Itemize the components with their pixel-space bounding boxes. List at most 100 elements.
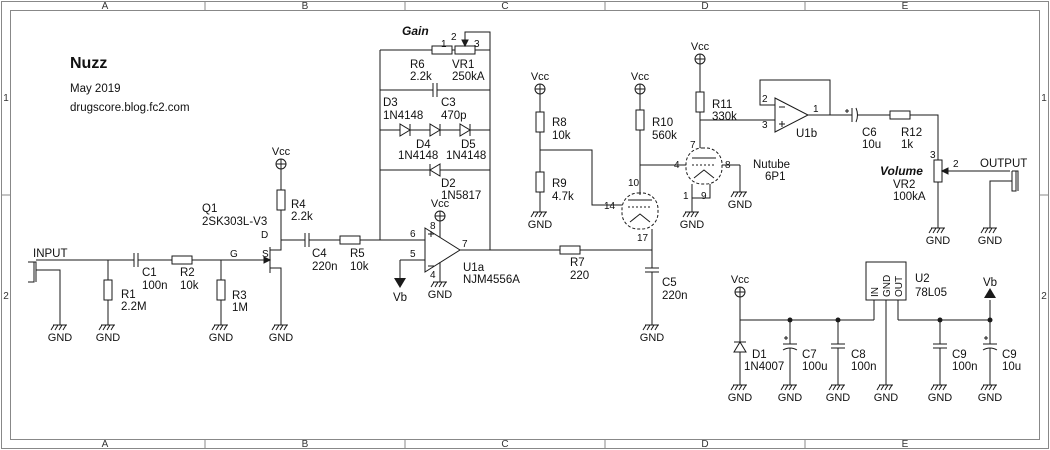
c3-value: 470p <box>441 110 467 122</box>
ground-symbol: GND <box>48 324 72 344</box>
gnd-label: GND <box>978 235 1003 247</box>
frame-col-b-bottom: B <box>302 439 309 450</box>
r6-ref: R6 <box>410 59 425 71</box>
u1b-pin-1: 1 <box>813 104 819 115</box>
vr1-pin-3: 3 <box>474 39 480 50</box>
resistor-r12 <box>889 110 939 160</box>
frame-col-e-top: E <box>902 1 909 12</box>
ground-symbol: GND <box>96 324 120 344</box>
opamp-u1b <box>759 79 852 133</box>
u1a-value: NJM4556A <box>463 274 520 286</box>
ground-symbol: GND <box>528 211 553 231</box>
vcc-symbol: Vcc <box>431 198 450 222</box>
resistor-r3 <box>216 260 226 325</box>
ground-symbols: GND GND GND GND GND GND GND GND GND GND GND GND GND G… <box>48 191 1003 404</box>
gnd-label: GND <box>928 392 953 404</box>
c9b-ref: C9 <box>1002 349 1017 361</box>
r12-value: 1k <box>901 139 913 151</box>
ground-symbol: GND <box>728 384 752 404</box>
ground-symbol: GND <box>826 384 851 404</box>
tube-pin-8: 8 <box>725 160 731 171</box>
capacitor-c6 <box>845 107 890 123</box>
ground-symbol: GND <box>209 324 233 344</box>
r4-ref: R4 <box>291 199 306 211</box>
ground-symbol: GND <box>269 324 294 344</box>
resistor-r11 <box>695 65 770 121</box>
frame-row-2-right: 2 <box>1041 291 1047 302</box>
c8-value: 100n <box>851 361 877 373</box>
capacitor-c9-10u <box>982 320 998 385</box>
vcc-label: Vcc <box>272 146 291 158</box>
r2-ref: R2 <box>180 267 195 279</box>
vr2-ref: VR2 <box>893 179 915 191</box>
r3-value: 1M <box>232 302 248 314</box>
frame-col-a-bottom: A <box>102 439 109 450</box>
d2-value: 1N5817 <box>441 190 481 202</box>
vr1-value: 250kA <box>452 71 485 83</box>
vcc-label: Vcc <box>731 274 750 286</box>
vr1-ref: VR1 <box>452 59 474 71</box>
r12-ref: R12 <box>901 127 922 139</box>
r5-value: 10k <box>350 261 369 273</box>
r10-ref: R10 <box>652 117 673 129</box>
gnd-label: GND <box>680 219 705 231</box>
ground-symbol: GND <box>978 384 1003 404</box>
diode-d2 <box>380 163 490 177</box>
gnd-label: GND <box>528 219 553 231</box>
frame-row-1-left: 1 <box>3 93 9 104</box>
d5-value: 1N4148 <box>446 150 486 162</box>
q1-pin-g: G <box>230 249 238 260</box>
u2-ref: U2 <box>915 273 930 285</box>
input-jack <box>28 259 108 325</box>
vcc-label: Vcc <box>431 198 450 210</box>
capacitor-c7 <box>782 320 798 385</box>
vcc-symbol: Vcc <box>531 71 550 95</box>
c9a-ref: C9 <box>952 349 967 361</box>
r11-value: 330k <box>712 111 737 123</box>
gnd-label: GND <box>826 392 851 404</box>
d3-ref: D3 <box>383 97 398 109</box>
c1-value: 100n <box>142 280 168 292</box>
capacitor-c4 <box>281 233 340 247</box>
c4-value: 220n <box>312 261 338 273</box>
vcc-symbol: Vcc <box>631 71 650 95</box>
output-label: OUTPUT <box>980 158 1027 170</box>
u1b-pin-3: 3 <box>762 120 768 131</box>
date: May 2019 <box>70 83 121 95</box>
vb-rail-label: Vb <box>983 277 997 289</box>
tube-pin-1: 1 <box>683 191 689 202</box>
frame-col-c-bottom: C <box>501 439 508 450</box>
nutube-label: Nutube <box>753 159 790 171</box>
frame-row-2-left: 2 <box>3 291 9 302</box>
q1-pin-s: S <box>262 249 269 260</box>
r11-ref: R11 <box>712 99 732 111</box>
vcc-label: Vcc <box>631 71 650 83</box>
nutube-model: 6P1 <box>765 171 785 183</box>
r7-ref: R7 <box>570 257 585 269</box>
vr2-pin-2: 2 <box>953 159 959 170</box>
vcc-label: Vcc <box>531 71 550 83</box>
frame-col-c-top: C <box>501 1 508 12</box>
capacitor-c1 <box>108 253 172 267</box>
r9-value: 4.7k <box>552 191 574 203</box>
r10-value: 560k <box>652 130 677 142</box>
resistor-r7 <box>490 245 652 255</box>
ground-symbol: GND <box>728 191 752 211</box>
q1-ref: Q1 <box>202 203 217 215</box>
c6-ref: C6 <box>862 127 877 139</box>
d2-ref: D2 <box>441 178 456 190</box>
d3-value: 1N4148 <box>383 110 423 122</box>
c3-ref: C3 <box>441 97 456 109</box>
divider-r8-r9 <box>535 95 622 212</box>
u2-pin-gnd: GND <box>882 275 893 297</box>
r8-value: 10k <box>552 130 571 142</box>
capacitor-c9-100n <box>933 320 947 385</box>
capacitor-c8 <box>831 320 845 385</box>
u1a-pin-6: 6 <box>410 229 416 240</box>
ground-symbol: GND <box>680 211 705 231</box>
gnd-label: GND <box>978 392 1003 404</box>
gnd-label: GND <box>269 332 294 344</box>
ground-symbol: GND <box>778 384 802 404</box>
